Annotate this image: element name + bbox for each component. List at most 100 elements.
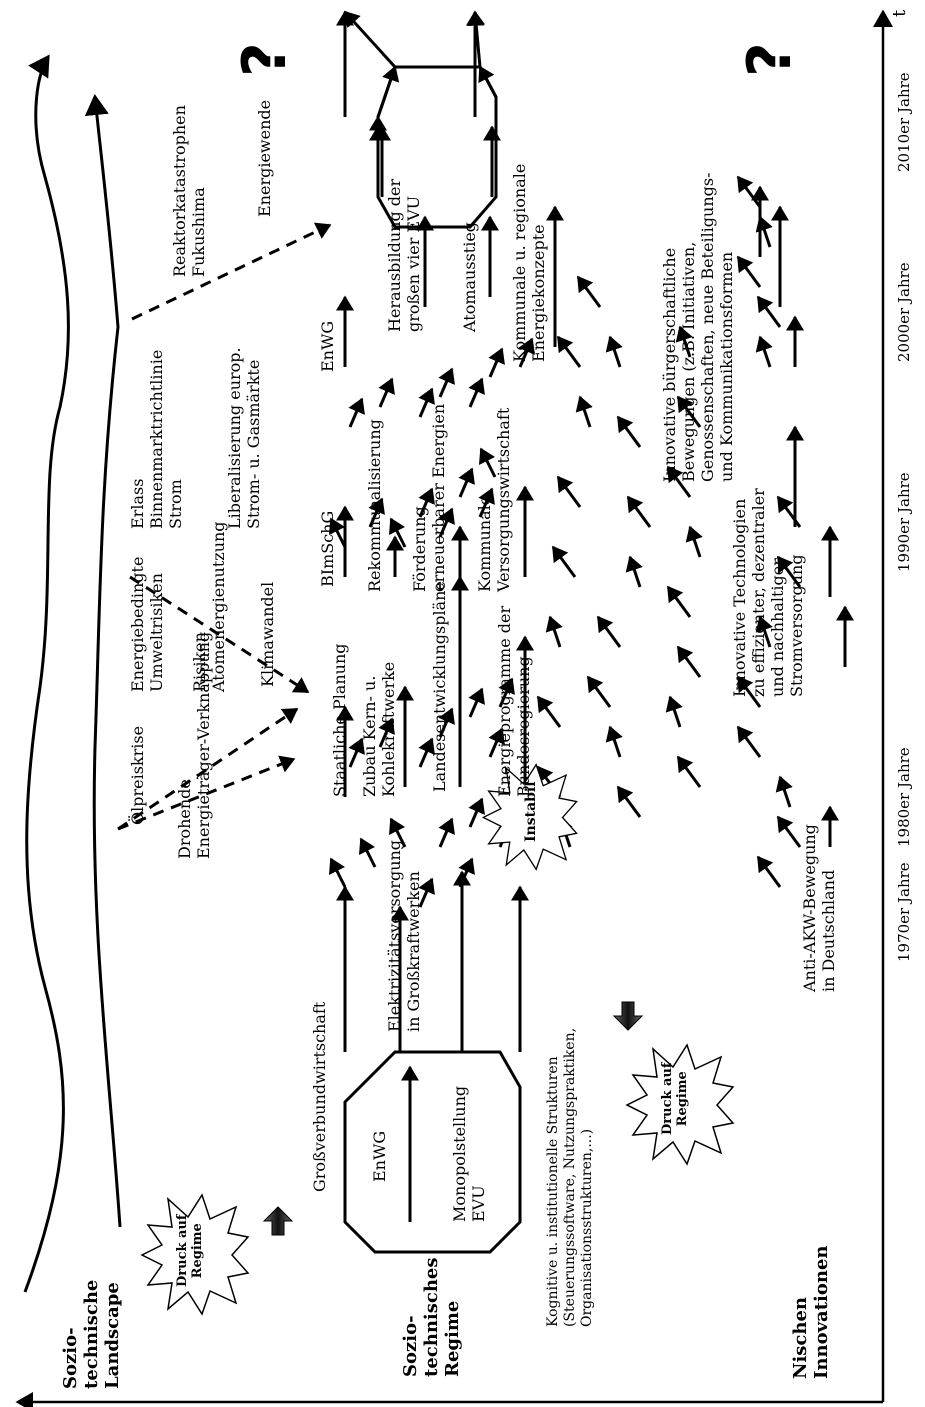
regime-enwg-1970: EnWG bbox=[370, 1130, 389, 1182]
niche-small-arrow bbox=[676, 645, 702, 678]
niche-small-arrow bbox=[755, 215, 773, 248]
regime-small-arrow bbox=[328, 517, 347, 548]
regime-small-arrow bbox=[438, 707, 455, 738]
niche-small-arrow bbox=[666, 585, 692, 618]
niche-small-arrow bbox=[736, 675, 762, 708]
question-mark-regime: ? bbox=[230, 42, 300, 77]
niche-small-arrow bbox=[736, 725, 762, 758]
niche-small-arrow bbox=[551, 545, 577, 578]
pressure-arrow-top bbox=[262, 1206, 294, 1236]
event-energiewende: Energiewende bbox=[255, 99, 274, 217]
regime-2010-arrow bbox=[343, 10, 397, 69]
niche-small-arrow bbox=[665, 695, 683, 728]
niche-small-arrow bbox=[736, 175, 762, 208]
decade-2010: 2010er Jahre bbox=[895, 72, 913, 172]
niche-small-arrow bbox=[545, 615, 563, 648]
regime-layer-label: Sozio- technisches Regime bbox=[400, 1257, 463, 1377]
pressure-bottom-text: Druck auf Regime bbox=[660, 1062, 690, 1136]
niche-small-arrow bbox=[676, 755, 702, 788]
niche-small-arrow bbox=[556, 335, 582, 368]
niche-small-arrow bbox=[775, 775, 793, 808]
regime-small-arrow bbox=[468, 687, 485, 718]
regime-small-arrow bbox=[488, 727, 505, 758]
regime-small-arrow bbox=[468, 377, 485, 408]
regime-small-arrow bbox=[418, 387, 435, 418]
niche-small-arrow bbox=[616, 785, 642, 818]
landscape-pressure-arrows bbox=[117, 222, 332, 831]
regime-small-arrow bbox=[478, 487, 495, 518]
regime-small-arrow bbox=[518, 337, 535, 368]
regime-2010-arrow bbox=[478, 65, 498, 98]
regime-small-arrow bbox=[328, 857, 347, 888]
decade-1990: 1990er Jahre bbox=[895, 472, 913, 572]
instabil-star bbox=[481, 763, 578, 871]
regime-atomausstieg: Atomausstieg bbox=[460, 221, 479, 332]
event-oelpreiskrise: Ölpreiskrise bbox=[128, 725, 147, 825]
landscape-wave-inner bbox=[84, 94, 122, 1228]
regime-small-arrow bbox=[458, 857, 475, 888]
regime-small-arrow bbox=[378, 717, 395, 748]
niche-small-arrow bbox=[676, 395, 702, 428]
regime-small-arrow bbox=[488, 347, 505, 378]
niche-small-arrow bbox=[596, 615, 622, 648]
regime-small-arrow bbox=[468, 797, 485, 828]
niche-small-arrow bbox=[605, 725, 623, 758]
regime-small-arrow bbox=[348, 397, 365, 428]
decade-1970: 1970er Jahre bbox=[895, 862, 913, 962]
niche-small-arrow bbox=[575, 395, 593, 428]
niche-small-arrow bbox=[556, 475, 582, 508]
regime-bimschg: BImSchG bbox=[318, 510, 337, 587]
niche-small-arrow bbox=[776, 815, 802, 848]
niche-small-arrow bbox=[626, 495, 652, 528]
regime-small-arrow bbox=[418, 737, 435, 768]
regime-small-arrow bbox=[388, 517, 407, 548]
regime-kognitive: Kognitive u. institutionelle Strukturen(… bbox=[545, 1027, 595, 1327]
niche-small-arrow bbox=[675, 325, 693, 358]
regime-small-arrow bbox=[438, 367, 455, 398]
pressure-top-text: Druck auf Regime bbox=[175, 1214, 205, 1288]
development-arrows bbox=[328, 10, 854, 1222]
decade-1980: 1980er Jahre bbox=[895, 747, 913, 847]
question-mark-niche: ? bbox=[735, 42, 805, 77]
pressure-star-bottom bbox=[625, 1043, 735, 1166]
regime-small-arrow bbox=[478, 447, 497, 478]
regime-small-arrow bbox=[498, 677, 515, 708]
decade-2000: 2000er Jahre bbox=[895, 262, 913, 362]
niche-small-arrow bbox=[685, 525, 703, 558]
landscape-wave-outer bbox=[23, 54, 70, 1293]
regime-small-arrow bbox=[388, 817, 407, 848]
regime-enwg-2000: EnWG bbox=[318, 320, 337, 372]
event-klimawandel: Klimawandel bbox=[258, 581, 277, 687]
niche-small-arrow bbox=[586, 675, 612, 708]
niche-small-arrow bbox=[756, 855, 782, 888]
regime-rekommunal: Rekommunalisierung bbox=[365, 419, 384, 592]
regime-grossverbund: Großverbundwirtschaft bbox=[310, 1001, 329, 1192]
time-axis-label: t bbox=[889, 9, 910, 17]
regime-small-arrow bbox=[348, 737, 365, 768]
niche-small-arrow bbox=[605, 335, 623, 368]
regime-2010-arrow bbox=[376, 65, 400, 118]
regime-octagon-1970 bbox=[343, 1050, 522, 1254]
niche-small-arrow bbox=[576, 275, 602, 308]
niche-small-arrow bbox=[625, 555, 643, 588]
regime-small-arrow bbox=[418, 487, 435, 518]
niche-small-arrow bbox=[776, 555, 802, 588]
pressure-star-top bbox=[140, 1193, 250, 1316]
event-liberalisierung: Liberalisierung europ.Strom- u. Gasmärkt… bbox=[225, 347, 263, 529]
regime-small-arrow bbox=[358, 837, 377, 868]
niche-small-arrow bbox=[736, 255, 762, 288]
